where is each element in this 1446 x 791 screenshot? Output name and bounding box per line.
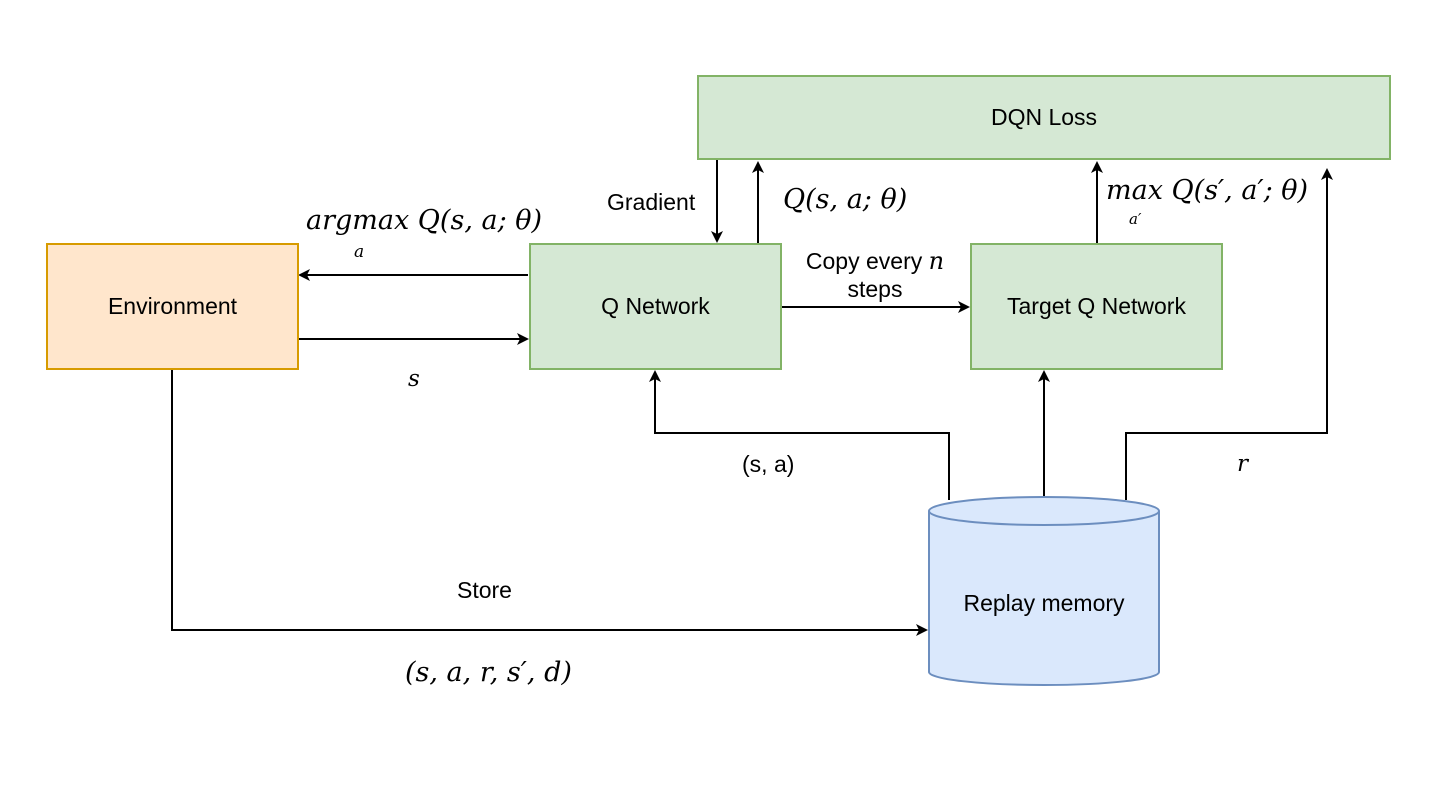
q-network-box[interactable]: Q Network (529, 243, 782, 370)
transition-label: (s, a, r, s′, d) (405, 657, 572, 688)
replay-memory-label: Replay memory (963, 590, 1125, 616)
max-subscript: a′ (1129, 210, 1142, 228)
state-label: s (408, 366, 420, 392)
q-value-label: Q(s, a; θ) (783, 184, 908, 215)
sample-sa-arrow (649, 370, 950, 500)
q-network-label: Q Network (601, 293, 710, 319)
max-label: max (1106, 175, 1163, 206)
argmax-label: argmax Q(s, a; θ) (306, 205, 543, 236)
dqn-loss-box[interactable]: DQN Loss (697, 75, 1391, 160)
target-q-network-label: Target Q Network (1007, 293, 1186, 319)
gradient-label: Gradient (607, 189, 696, 215)
store-label: Store (457, 577, 512, 603)
environment-label: Environment (107, 293, 238, 319)
target-q-network-box[interactable]: Target Q Network (970, 243, 1223, 370)
max-q-label: max Q(s′, a′; θ) (1106, 175, 1308, 207)
environment-box[interactable]: Environment (46, 243, 299, 370)
copy-label-line2: steps (847, 275, 903, 302)
reward-label: r (1237, 451, 1248, 477)
store-arrow (171, 370, 928, 636)
copy-label-n: n (928, 247, 945, 275)
replay-memory-cylinder[interactable] (928, 496, 1160, 686)
sample-sa-label: (s, a) (742, 451, 795, 477)
copy-label: Copy every n steps (806, 247, 944, 303)
copy-label-line1: Copy every (805, 248, 923, 274)
dqn-loss-label: DQN Loss (990, 104, 1098, 130)
max-q-value: Q(s′, a′; θ) (1171, 175, 1309, 206)
argmax-subscript: a (354, 242, 365, 262)
reward-arrow (1125, 168, 1333, 500)
